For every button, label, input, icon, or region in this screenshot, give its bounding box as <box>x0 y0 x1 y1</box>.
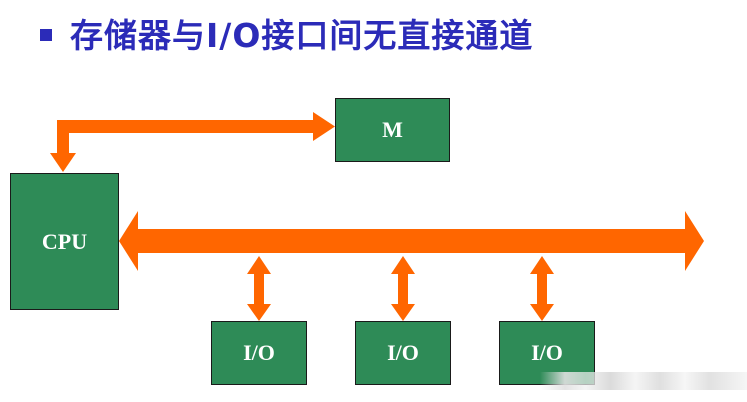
title-row: 存储器与I/O接口间无直接通道 <box>40 8 533 58</box>
io-label-3: I/O <box>531 340 563 365</box>
io-label-1: I/O <box>243 340 275 365</box>
bullet-square-icon <box>40 29 52 41</box>
cpu-label: CPU <box>41 228 88 254</box>
bus-io3-connector <box>530 256 554 321</box>
memory-label: M <box>382 117 403 142</box>
io-label-2: I/O <box>387 340 419 365</box>
watermark-blur <box>540 372 747 390</box>
arrow-to-cpu-head <box>50 153 76 172</box>
cpu-memory-connector-horizontal <box>57 120 315 133</box>
memory-box: M <box>335 98 450 162</box>
io-box-1: I/O <box>211 321 307 385</box>
arrow-to-memory-head <box>313 112 335 141</box>
bus-io2-connector <box>391 256 415 321</box>
io-box-2: I/O <box>355 321 451 385</box>
bus-io1-connector <box>247 256 271 321</box>
cpu-box: CPU <box>10 173 119 310</box>
slide-title: 存储器与I/O接口间无直接通道 <box>70 16 534 55</box>
system-bus-arrow <box>119 211 704 271</box>
cpu-memory-connector <box>50 112 335 172</box>
